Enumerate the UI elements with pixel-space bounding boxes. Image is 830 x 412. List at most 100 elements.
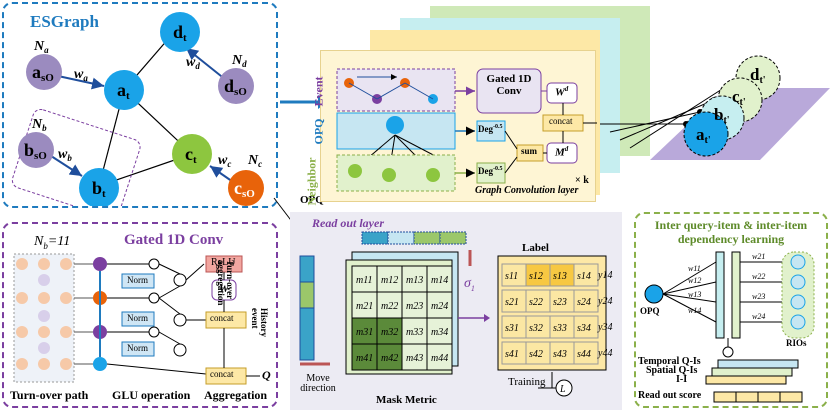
mask-cell-label: m44 bbox=[431, 353, 448, 364]
score-cell-label: s21 bbox=[505, 297, 519, 308]
node-a-s0-label: asO bbox=[32, 62, 54, 84]
graph-conv-layer: Gated 1D Conv Deg-0.5 Deg-0.5 sum concat… bbox=[320, 50, 597, 202]
w-label-c: wc bbox=[218, 153, 231, 169]
graph-conv-svg bbox=[336, 68, 597, 192]
mask-cell-label: m21 bbox=[356, 301, 373, 312]
y-label: y44 bbox=[597, 348, 612, 359]
node-c-s0 bbox=[228, 170, 264, 206]
w-right-2: w23 bbox=[752, 292, 766, 301]
neighbor-label: Neighbor bbox=[304, 157, 319, 206]
output-connections: dt' ct' bt' at' bbox=[600, 55, 830, 160]
w-label-d: wd bbox=[186, 55, 200, 71]
label-title: Label bbox=[522, 242, 549, 254]
norm-label-3: Norm bbox=[127, 343, 148, 353]
score-cell bbox=[573, 263, 599, 287]
mask-cell bbox=[401, 343, 428, 371]
deg-label-2: Deg-0.5 bbox=[478, 166, 503, 176]
score-cell-label: s11 bbox=[505, 271, 518, 282]
event-label: Event bbox=[311, 76, 326, 107]
gated-panel-title: Gated 1D Conv bbox=[124, 232, 224, 248]
y-label: y14 bbox=[597, 270, 612, 281]
spatial-label: Spatial Q-Is bbox=[646, 365, 698, 376]
graph-conv-caption: Graph Convolution layer bbox=[475, 185, 579, 196]
arrow-wd bbox=[185, 47, 227, 81]
esgraph-svg: at dt ct bt asO dsO bsO csO Na Nd Nb Nc … bbox=[11, 12, 264, 206]
mask-cell-label: m32 bbox=[381, 327, 398, 338]
score-cell bbox=[573, 289, 599, 313]
esgraph-panel: ESGraph at dt ct bt asO dsO bbox=[2, 2, 278, 208]
score-cell bbox=[573, 315, 599, 339]
opq-layer-label: OPQ bbox=[311, 118, 326, 145]
mask-cell bbox=[426, 265, 453, 293]
n-label-c: Nc bbox=[247, 153, 262, 169]
svg-text:L: L bbox=[559, 384, 566, 395]
w-left-0: w11 bbox=[688, 264, 701, 273]
mask-cell bbox=[426, 317, 453, 345]
score-cell-label: s43 bbox=[553, 349, 567, 360]
svg-text:bt': bt' bbox=[714, 105, 730, 126]
node-c-s0-label: csO bbox=[234, 178, 255, 200]
mask-cell-label: m43 bbox=[406, 353, 423, 364]
score-cell-label: s31 bbox=[505, 323, 519, 334]
b-dashed-group bbox=[11, 108, 141, 206]
w-d-box bbox=[546, 82, 578, 104]
readout-panel: Read out layer Label Mask Metric Move di… bbox=[290, 212, 622, 410]
score-cell-label: s22 bbox=[529, 297, 543, 308]
node-d-s0-label: dsO bbox=[224, 76, 247, 98]
score-cell-label: s33 bbox=[553, 323, 567, 334]
svg-text:at': at' bbox=[696, 125, 711, 146]
mask-cell bbox=[351, 343, 378, 371]
concat-box-1 bbox=[205, 311, 247, 329]
mask-cell-label: m12 bbox=[381, 275, 398, 286]
deg-label-1: Deg-0.5 bbox=[478, 124, 503, 134]
readout-score-label: Read out score bbox=[638, 390, 702, 401]
mask-cell-label: m13 bbox=[406, 275, 423, 286]
score-cell-label: s41 bbox=[505, 349, 519, 360]
mask-cell-label: m11 bbox=[356, 275, 372, 286]
score-cell-label: s14 bbox=[577, 271, 591, 282]
mask-cell bbox=[376, 343, 403, 371]
gated-conv-label: Gated 1D Conv bbox=[486, 73, 532, 97]
mask-title: Mask Metric bbox=[376, 394, 437, 406]
w-right-3: w24 bbox=[752, 312, 766, 321]
node-b-s0 bbox=[18, 132, 54, 168]
n-label-d: Nd bbox=[231, 53, 247, 69]
score-cell-label: s12 bbox=[529, 271, 543, 282]
dep-title-1: Inter query-item & inter-item bbox=[654, 218, 808, 232]
y-label: y34 bbox=[597, 322, 612, 333]
dep-title-2: dependency learning bbox=[677, 232, 785, 246]
node-b-t-label: bt bbox=[92, 178, 106, 200]
caption-aggregation: Aggregation bbox=[204, 388, 268, 402]
gated-svg bbox=[13, 253, 260, 385]
gated-conv-panel: Gated 1D Conv Nb=11 bbox=[2, 222, 278, 408]
dep-opq-label: OPQ bbox=[640, 306, 660, 316]
node-d-s0 bbox=[218, 68, 254, 104]
temporal-label: Temporal Q-Is bbox=[638, 356, 701, 367]
ii-label: I-I bbox=[676, 374, 688, 385]
w-right-1: w22 bbox=[752, 272, 766, 281]
mask-cell bbox=[351, 265, 378, 293]
mask-cell bbox=[376, 317, 403, 345]
mask-cell-label: m22 bbox=[381, 301, 398, 312]
opq-side-label: OPQ bbox=[300, 194, 324, 206]
caption-turnover: Turn-over path bbox=[10, 388, 89, 402]
w-d-label: Wd bbox=[555, 85, 569, 99]
times-k-label: × k bbox=[575, 175, 589, 186]
mask-cell-label: m31 bbox=[356, 327, 373, 338]
training-label: Training bbox=[508, 376, 546, 388]
score-cell-label: s13 bbox=[553, 271, 567, 282]
dependency-svg bbox=[644, 251, 815, 403]
event-row bbox=[336, 68, 456, 112]
nb-label: Nb=11 bbox=[34, 234, 71, 251]
score-cell-label: s44 bbox=[577, 349, 591, 360]
esgraph-title: ESGraph bbox=[30, 12, 99, 31]
norm-label-1: Norm bbox=[127, 275, 148, 285]
dependency-panel: Inter query-item & inter-item dependency… bbox=[634, 212, 828, 408]
sigma-label: σ1 bbox=[464, 276, 475, 293]
node-a-t bbox=[104, 70, 144, 110]
w-label: W bbox=[219, 283, 229, 295]
norm-label-2: Norm bbox=[127, 313, 148, 323]
node-c-t bbox=[172, 134, 212, 174]
mask-cell-label: m42 bbox=[381, 353, 398, 364]
